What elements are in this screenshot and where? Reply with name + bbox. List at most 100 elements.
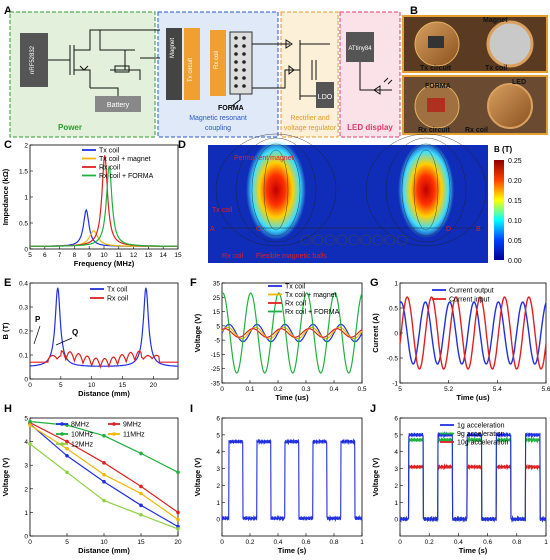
permanent-magnet-label: Permanent magnet — [234, 155, 294, 162]
x-tick-label: 12 — [130, 252, 138, 259]
battery — [95, 96, 141, 112]
x-tick-label: 9 — [87, 252, 91, 259]
legend-label: Rx coil + FORMA — [285, 309, 340, 316]
x-tick-label: 5.4 — [493, 386, 502, 393]
field-hotspot-left — [246, 140, 306, 240]
d-rx-coil-label: Rx coil — [222, 253, 243, 260]
forma-photo-label: FORMA — [425, 83, 451, 90]
series-line — [399, 430, 547, 523]
series-line — [221, 323, 363, 343]
x-axis-label: Time (us) — [275, 393, 309, 402]
x-tick-label: 0.5 — [357, 386, 366, 393]
series-line — [221, 328, 363, 338]
coupling-title-2: coupling — [205, 125, 231, 132]
panel-label-a: A — [4, 5, 12, 17]
annotation-p: P — [35, 315, 41, 324]
legend-label: 12MHz — [71, 442, 94, 449]
legend-label: Current input — [449, 297, 490, 304]
y-tick-label: 0.3 — [19, 305, 28, 312]
attiny84-label: ATtiny84 — [348, 46, 372, 52]
legend-marker — [60, 432, 64, 436]
y-tick-label: 1 — [24, 510, 28, 517]
point-d-label: D — [446, 226, 451, 233]
forma-block — [229, 31, 253, 95]
x-axis-label: Time (s) — [278, 546, 307, 555]
annotation-arrow — [33, 325, 41, 345]
rectifier-section — [280, 11, 339, 138]
series-line — [30, 165, 178, 247]
y-tick-label: 3 — [216, 466, 220, 473]
panel-b: B Magnet Tx circuit Tx coil FORMA LED Rx… — [402, 5, 548, 135]
x-tick-label: 10 — [88, 382, 96, 389]
x-tick-label: 0.6 — [301, 539, 310, 546]
x-tick-label: 14 — [160, 252, 168, 259]
y-tick-label: 5 — [216, 432, 220, 439]
point-c-label: C — [256, 226, 261, 233]
y-tick-label: 1 — [24, 195, 28, 202]
y-tick-label: 0 — [394, 517, 398, 524]
x-tick-label: 0.2 — [245, 539, 254, 546]
x-tick-label: 0.8 — [329, 539, 338, 546]
y-tick-label: 0 — [24, 247, 28, 254]
x-tick-label: 0.3 — [301, 386, 310, 393]
x-tick-label: 5 — [65, 539, 69, 546]
data-point — [28, 423, 32, 427]
y-tick-label: 1.5 — [19, 169, 28, 176]
plot-frame — [221, 417, 363, 537]
colorbar-ticks: 0.25 0.20 0.15 0.10 0.05 0.00 — [508, 158, 522, 265]
x-tick-label: 0.2 — [273, 386, 282, 393]
legend-label: 10g acceleration — [457, 440, 508, 447]
series-line — [399, 436, 547, 523]
panel-label: C — [4, 139, 12, 151]
data-point — [102, 461, 106, 465]
x-tick-label: 1 — [544, 539, 548, 546]
tx-chip-photo — [428, 36, 444, 48]
legend-label: 10MHz — [71, 432, 94, 439]
panel-label: G — [370, 277, 379, 289]
field-lines — [215, 133, 487, 247]
data-point — [139, 451, 143, 456]
legend-marker — [112, 422, 116, 426]
data-point — [102, 433, 106, 438]
rectifier-title-1: Rectifier and — [290, 115, 329, 122]
magnet-photo-label: Magnet — [483, 17, 508, 24]
series-line — [29, 287, 178, 367]
colorbar-tick: 0.25 — [508, 158, 522, 165]
y-tick-label: 1 — [394, 281, 398, 288]
y-axis-label: B (T) — [1, 322, 10, 340]
y-tick-label: 6 — [394, 416, 398, 423]
y-tick-label: 0.1 — [19, 353, 28, 360]
magnet-photo — [486, 20, 534, 68]
x-axis-label: Distance (mm) — [78, 546, 130, 555]
forma-pointer — [231, 94, 241, 107]
nrf52832-chip — [20, 33, 48, 87]
x-tick-label: 5 — [59, 382, 63, 389]
rectifier-schematic — [252, 39, 330, 100]
data-point — [65, 470, 69, 475]
legend-marker — [60, 422, 64, 426]
y-tick-label: 2 — [24, 143, 28, 150]
y-tick-label: 35 — [213, 281, 221, 288]
colorbar-tick: 0.05 — [508, 238, 522, 245]
led-title: LED display — [347, 123, 393, 132]
x-axis-label: Frequency (MHz) — [74, 259, 135, 268]
y-tick-label: 4 — [394, 449, 398, 456]
led-section — [339, 11, 401, 138]
legend-label: Rx coil + FORMA — [99, 173, 154, 180]
series-line — [399, 462, 547, 523]
y-tick-label: 0 — [24, 377, 28, 384]
tx-circuit-photo-label: Tx circuit — [420, 65, 452, 72]
legend-label: 1g acceleration — [457, 423, 505, 430]
field-hotspot-right — [398, 142, 454, 238]
x-tick-label: 7 — [58, 252, 62, 259]
colorbar-tick: 0.15 — [508, 198, 522, 205]
series-line — [221, 292, 363, 374]
x-tick-label: 5 — [398, 386, 402, 393]
y-tick-label: 15 — [213, 309, 221, 316]
panel-label-d: D — [178, 139, 186, 151]
x-tick-label: 13 — [145, 252, 153, 259]
y-tick-label: -1 — [392, 381, 398, 388]
legend-label: 9g acceleration — [457, 431, 505, 438]
